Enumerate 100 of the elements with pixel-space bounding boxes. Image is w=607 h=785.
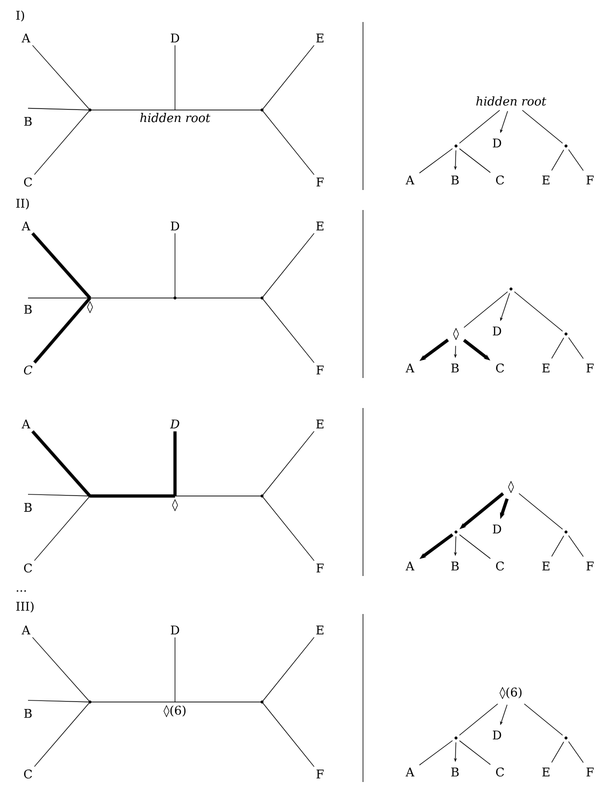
leaf-label: B xyxy=(24,708,32,718)
branch-line xyxy=(33,296,92,364)
leaf-label: F xyxy=(586,768,594,776)
leaf-label: B xyxy=(451,768,459,776)
leaf-label: C xyxy=(496,175,504,185)
leaf-label: B xyxy=(24,304,32,314)
branch-point xyxy=(260,494,264,498)
leaf-label: F xyxy=(316,770,324,778)
branch-line xyxy=(34,110,90,175)
ellipsis: ... xyxy=(16,590,26,592)
branch-point xyxy=(454,144,458,148)
branch-line xyxy=(551,535,564,557)
branch-line xyxy=(174,232,176,298)
branch-line xyxy=(174,44,176,110)
leaf-label: A xyxy=(22,34,30,42)
leaf-label: F xyxy=(316,366,324,374)
branch-line xyxy=(174,636,176,702)
leaf-label: D xyxy=(170,34,180,42)
leaf-label: E xyxy=(316,626,324,634)
branch-line xyxy=(551,337,564,359)
branch-point xyxy=(564,530,568,534)
branch-point xyxy=(564,332,568,336)
branch-line xyxy=(459,148,491,173)
leaf-label: D xyxy=(170,626,180,634)
branch-line xyxy=(262,110,314,176)
branch-line xyxy=(173,431,177,496)
branch-line xyxy=(262,430,314,496)
leaf-label: C xyxy=(24,177,32,187)
leaf-label: D xyxy=(170,222,180,230)
branch-point xyxy=(564,144,568,148)
branch-line xyxy=(32,636,90,702)
branch-line xyxy=(551,149,564,171)
leaf-label: A xyxy=(406,176,414,184)
leaf-label: F xyxy=(316,178,324,186)
leaf-label: C xyxy=(24,563,32,573)
leaf-label: B xyxy=(24,502,32,512)
branch-line xyxy=(90,494,175,498)
branch-line xyxy=(262,232,314,298)
leaf-label: E xyxy=(316,34,324,42)
node-label: ◊ xyxy=(87,300,93,314)
branch-line xyxy=(419,148,453,174)
branch-line xyxy=(568,149,584,171)
branch-point xyxy=(564,736,568,740)
branch-point xyxy=(260,700,264,704)
branch-line xyxy=(28,494,90,496)
leaf-label: E xyxy=(542,562,550,570)
branch-line xyxy=(262,636,314,702)
branch-line xyxy=(551,741,564,763)
branch-point xyxy=(260,296,264,300)
leaf-label: E xyxy=(542,364,550,372)
branch-line xyxy=(262,496,314,562)
branch-line xyxy=(459,534,491,559)
branch-line xyxy=(464,291,508,328)
branch-line xyxy=(34,702,90,767)
leaf-label: C xyxy=(496,561,504,571)
leaf-label: D xyxy=(170,420,180,428)
branch-point xyxy=(454,736,458,740)
branch-point xyxy=(88,108,92,112)
leaf-label: E xyxy=(316,420,324,428)
branch-line xyxy=(419,740,453,766)
leaf-label: C xyxy=(496,767,504,777)
leaf-label: A xyxy=(406,768,414,776)
leaf-label: A xyxy=(22,222,30,230)
leaf-label: F xyxy=(586,562,594,570)
branch-line xyxy=(262,298,314,364)
leaf-label: A xyxy=(22,420,30,428)
leaf-label: A xyxy=(406,562,414,570)
branch-line xyxy=(28,108,90,110)
branch-point xyxy=(88,700,92,704)
branch-line xyxy=(459,704,498,736)
node-label: ◊(6) xyxy=(500,686,522,700)
branch-line xyxy=(518,493,563,530)
branch-line xyxy=(568,741,584,763)
node-label: ◊ xyxy=(172,498,178,512)
branch-point xyxy=(174,296,176,300)
leaf-label: B xyxy=(24,116,32,126)
branch-line xyxy=(568,535,584,557)
leaf-label: B xyxy=(451,364,459,372)
leaf-label: A xyxy=(22,626,30,634)
branch-line xyxy=(28,700,90,702)
branch-point xyxy=(260,108,264,112)
node-label: ◊ xyxy=(508,480,514,494)
leaf-label: D xyxy=(492,138,502,148)
leaf-label: B xyxy=(451,176,459,184)
branch-line xyxy=(459,740,491,765)
leaf-label: F xyxy=(586,176,594,184)
panel-label: III) xyxy=(16,602,34,612)
leaf-label: D xyxy=(492,524,502,534)
leaf-label: D xyxy=(492,326,502,336)
branch-line xyxy=(522,110,563,144)
branch-line xyxy=(262,44,314,110)
branch-line xyxy=(459,110,500,144)
branch-line xyxy=(524,704,563,736)
branch-line xyxy=(32,44,90,110)
panel-label: I) xyxy=(16,10,24,22)
leaf-label: C xyxy=(24,365,32,375)
leaf-label: F xyxy=(316,564,324,572)
leaf-label: D xyxy=(492,730,502,740)
branch-line xyxy=(34,496,90,561)
leaf-label: A xyxy=(406,364,414,372)
